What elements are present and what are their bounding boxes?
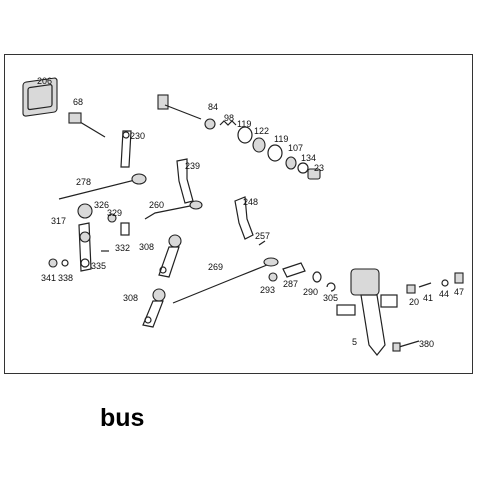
label-338: 338	[58, 273, 73, 283]
label-107: 107	[288, 143, 303, 153]
label-287: 287	[283, 279, 298, 289]
part-206-bracket	[22, 77, 58, 117]
label-305: 305	[323, 293, 338, 303]
label-290: 290	[303, 287, 318, 297]
part-230-lever	[120, 130, 132, 168]
part-260-link	[144, 200, 203, 220]
label-5: 5	[352, 337, 357, 347]
label-230: 230	[130, 131, 145, 141]
label-41: 41	[423, 293, 433, 303]
part-68-shaft	[68, 112, 106, 138]
label-335: 335	[91, 261, 106, 271]
label-326: 326	[94, 200, 109, 210]
part-5-housing	[336, 268, 398, 356]
label-341: 341	[41, 273, 56, 283]
part-317-lever	[77, 203, 117, 272]
label-47: 47	[454, 287, 464, 297]
part-308-upper-lever	[158, 234, 182, 278]
part-269-rod	[172, 257, 279, 304]
label-308-upper: 308	[139, 242, 154, 252]
label-248: 248	[243, 197, 258, 207]
label-122: 122	[254, 126, 269, 136]
label-68: 68	[73, 97, 83, 107]
part-shaft-assembly	[157, 94, 321, 180]
part-20-41-44-47	[406, 272, 464, 294]
label-119b: 119	[274, 134, 288, 144]
label-332: 332	[115, 243, 130, 253]
label-206: 206	[37, 76, 52, 86]
parts-diagram: 206 68 84 98 119 122 119 107 134 23 230 …	[22, 76, 464, 356]
label-329: 329	[107, 208, 122, 218]
label-257: 257	[255, 231, 270, 241]
label-308-lower: 308	[123, 293, 138, 303]
label-84: 84	[208, 102, 218, 112]
label-239: 239	[185, 161, 200, 171]
part-308-lower-lever	[142, 288, 166, 328]
part-332-sleeve	[120, 222, 130, 236]
label-293: 293	[260, 285, 275, 295]
label-20: 20	[409, 297, 419, 307]
label-134: 134	[301, 153, 316, 163]
label-278: 278	[76, 177, 91, 187]
label-98: 98	[224, 113, 234, 123]
part-278-rod	[58, 173, 147, 200]
diagram-frame: 206 68 84 98 119 122 119 107 134 23 230 …	[4, 54, 473, 374]
caption-text: bus	[100, 404, 145, 432]
part-248-bracket	[234, 196, 254, 240]
part-257-pin	[258, 240, 266, 246]
label-380: 380	[419, 339, 434, 349]
label-119: 119	[237, 119, 251, 129]
part-293-287-290-305	[268, 262, 336, 292]
label-317: 317	[51, 216, 66, 226]
label-23: 23	[314, 163, 324, 173]
label-44: 44	[439, 289, 449, 299]
part-341-338-nuts	[48, 258, 69, 268]
part-380-bolt	[392, 340, 420, 352]
label-269: 269	[208, 262, 223, 272]
label-260: 260	[149, 200, 164, 210]
